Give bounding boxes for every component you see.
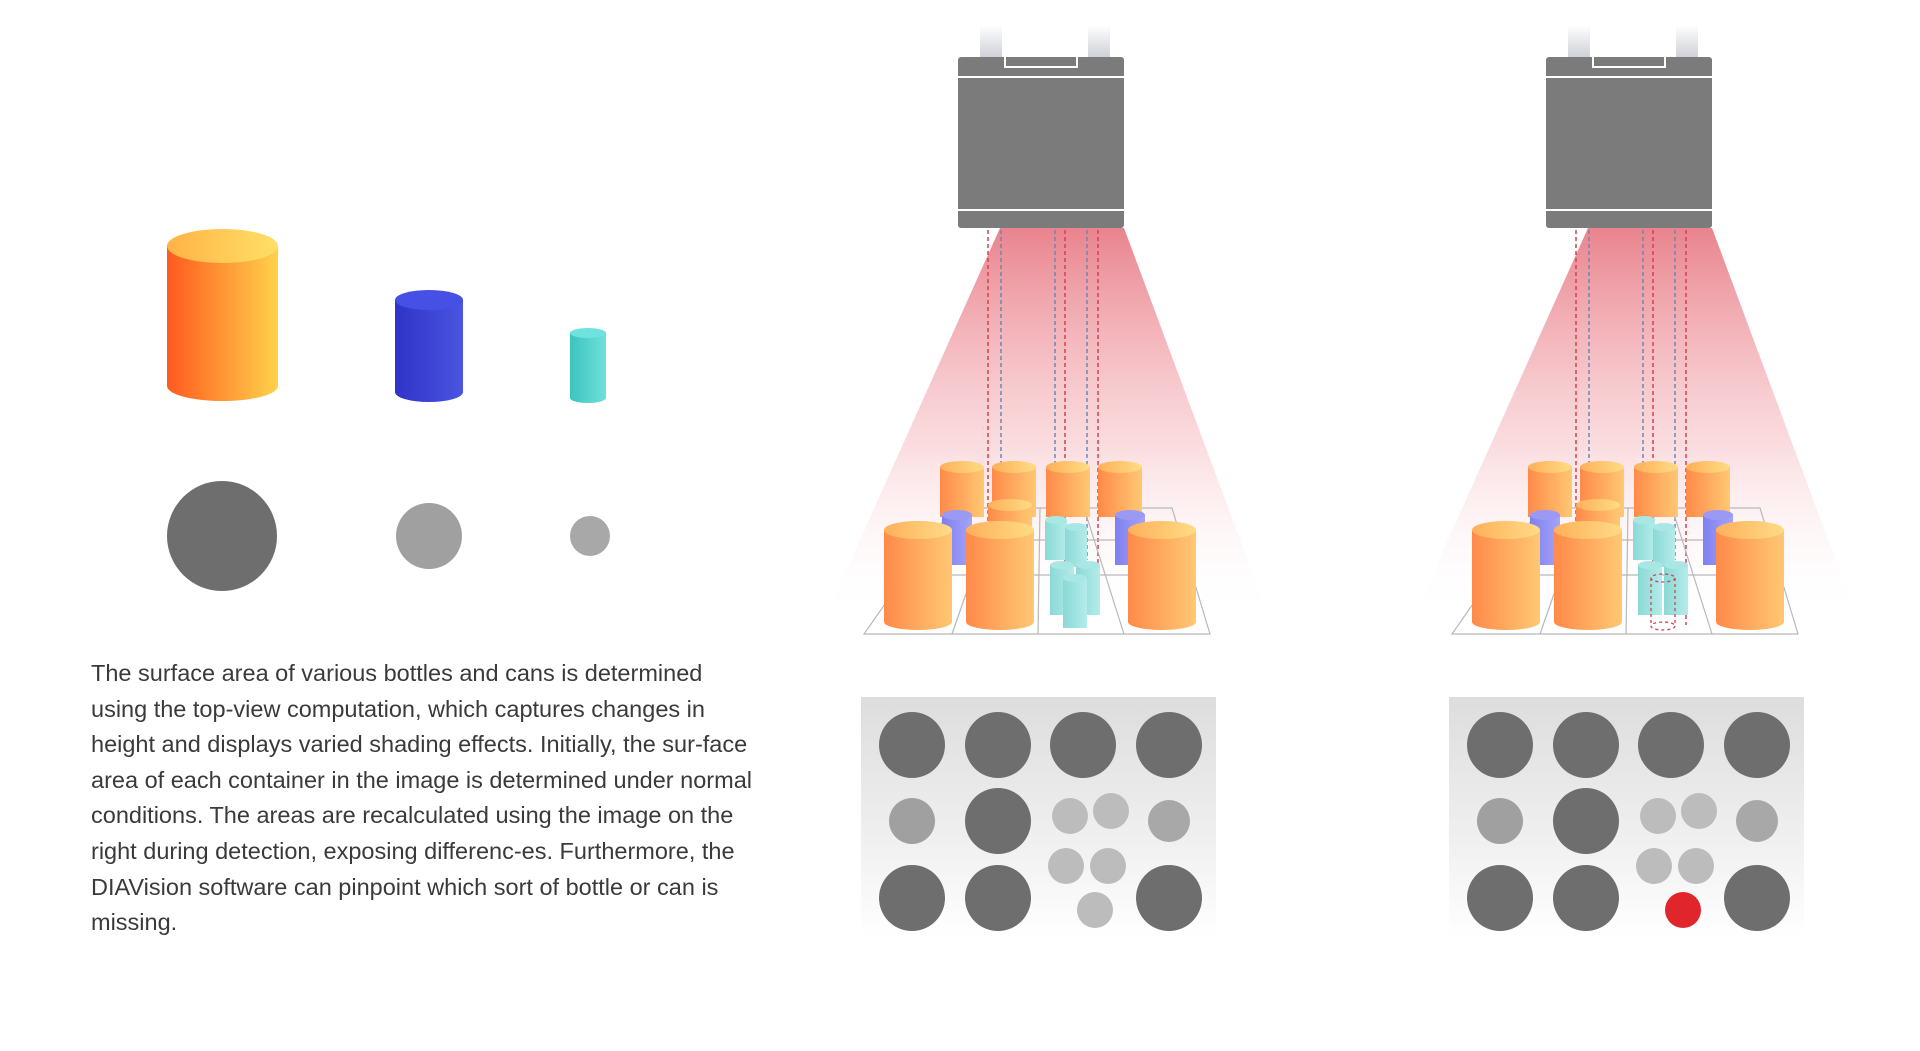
cable-left bbox=[980, 25, 1002, 61]
panel-detection bbox=[1412, 25, 1858, 937]
back-row-cans bbox=[940, 461, 1142, 517]
camera bbox=[958, 57, 1124, 228]
cable-left bbox=[1568, 25, 1590, 61]
missing-item-outline bbox=[1650, 573, 1676, 631]
camera bbox=[1546, 57, 1712, 228]
top-view-image bbox=[1449, 697, 1804, 937]
description-text: The surface area of various bottles and … bbox=[91, 660, 752, 936]
legend-small-can bbox=[570, 328, 606, 403]
front-row-containers bbox=[884, 521, 1196, 630]
legend-medium-can bbox=[395, 290, 463, 402]
legend-large-can bbox=[167, 229, 278, 401]
legend-large-top-view bbox=[167, 481, 277, 591]
legend-small-top-view bbox=[570, 516, 610, 556]
missing-item-marker bbox=[1665, 892, 1701, 928]
legend-medium-top-view bbox=[396, 503, 462, 569]
cable-right bbox=[1676, 25, 1698, 61]
front-row-containers bbox=[1472, 521, 1784, 630]
cable-right bbox=[1088, 25, 1110, 61]
panel-normal bbox=[824, 25, 1270, 937]
top-view-image bbox=[861, 697, 1216, 937]
